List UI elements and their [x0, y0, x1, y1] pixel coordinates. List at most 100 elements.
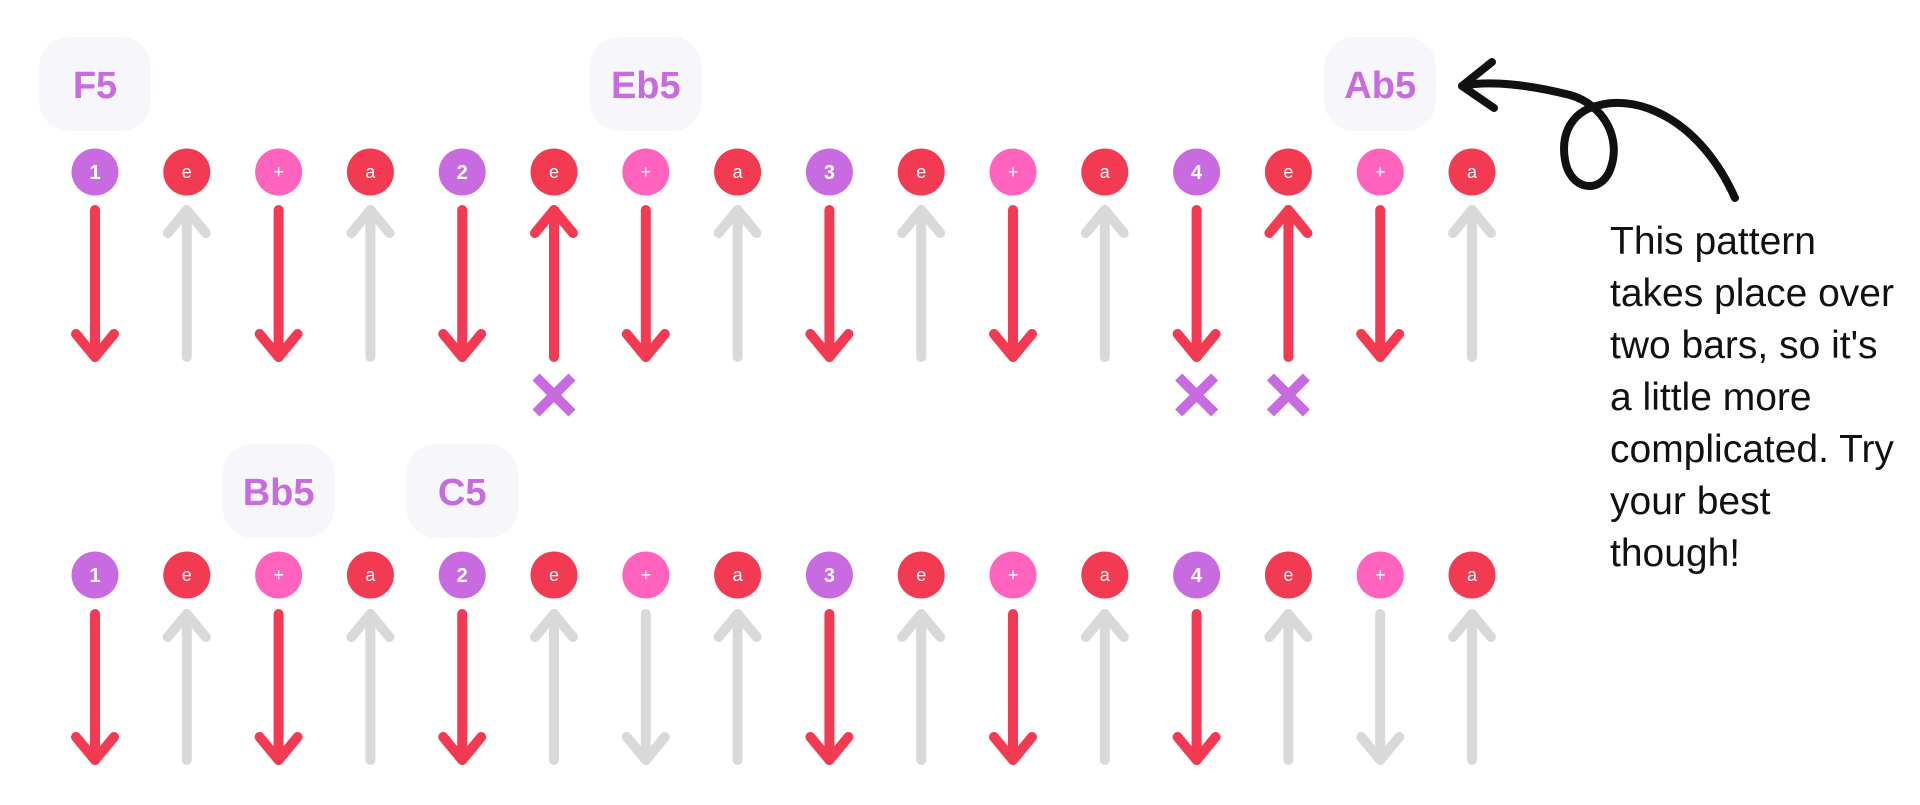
count-marker: 1	[71, 148, 119, 196]
count-marker: e	[897, 148, 945, 196]
count-circle	[1081, 551, 1129, 599]
up-arrow-icon	[346, 205, 395, 362]
count-label: e	[549, 565, 559, 585]
down-arrow-icon	[71, 609, 119, 765]
count-label: e	[916, 162, 926, 182]
down-arrow-icon	[621, 205, 670, 362]
up-arrow-icon	[162, 609, 211, 765]
count-marker: e	[1264, 551, 1312, 599]
down-arrow-icon	[1356, 205, 1405, 362]
count-circle	[1264, 148, 1312, 196]
count-label: +	[1375, 565, 1386, 585]
count-label: +	[1008, 565, 1019, 585]
annotation-line: complicated. Try	[1610, 428, 1894, 471]
count-marker: a	[1448, 551, 1496, 599]
count-circle	[163, 148, 211, 196]
count-label: 3	[824, 565, 835, 587]
count-label: e	[182, 565, 192, 585]
count-marker: +	[255, 148, 303, 196]
count-label: 1	[89, 162, 100, 184]
count-label: a	[1100, 565, 1111, 585]
count-marker: +	[989, 148, 1037, 196]
up-arrow-icon	[713, 205, 762, 362]
count-label: 4	[1191, 565, 1203, 587]
count-marker: +	[622, 148, 670, 196]
count-circle	[897, 551, 945, 599]
down-arrow-icon	[1356, 609, 1405, 765]
mute-x-icon	[1266, 373, 1310, 417]
count-marker: a	[346, 148, 394, 196]
count-circle	[622, 148, 670, 196]
count-circle	[1448, 551, 1496, 599]
down-arrow-icon	[1172, 205, 1221, 362]
down-arrow-icon	[805, 205, 854, 362]
chord-box: Ab5	[1324, 37, 1437, 131]
chord-label: C5	[438, 472, 487, 514]
count-marker: 3	[805, 148, 853, 196]
chord-box-bg	[1324, 37, 1437, 131]
count-marker: 4	[1173, 551, 1221, 599]
count-marker: e	[530, 148, 578, 196]
chord-box: Bb5	[222, 444, 335, 538]
up-arrow-icon	[897, 609, 946, 765]
count-marker: 1	[71, 551, 119, 599]
count-marker: a	[346, 551, 394, 599]
mute-x-icon	[1175, 373, 1219, 417]
annotation-line: though!	[1610, 532, 1740, 575]
count-circle	[71, 148, 119, 196]
count-circle	[1264, 551, 1312, 599]
count-circle	[438, 551, 486, 599]
up-arrow-icon	[713, 609, 762, 765]
chord-box-bg	[589, 37, 702, 131]
count-marker: a	[714, 551, 762, 599]
count-label: e	[1283, 565, 1293, 585]
count-circle	[255, 551, 303, 599]
up-arrow-icon	[1264, 609, 1313, 765]
up-arrow-icon	[1080, 205, 1129, 362]
count-label: a	[365, 565, 376, 585]
arrowhead-icon	[1458, 58, 1498, 112]
count-label: +	[273, 162, 284, 182]
count-label: a	[1467, 162, 1478, 182]
count-circle	[530, 148, 578, 196]
count-marker: e	[163, 551, 211, 599]
count-marker: 4	[1173, 148, 1221, 196]
count-circle	[989, 148, 1037, 196]
count-circle	[346, 148, 394, 196]
count-circle	[1356, 551, 1404, 599]
count-label: +	[1375, 162, 1386, 182]
down-arrow-icon	[254, 205, 303, 362]
count-circle	[714, 148, 762, 196]
count-label: +	[641, 565, 652, 585]
count-label: 4	[1191, 162, 1203, 184]
down-arrow-icon	[621, 609, 670, 765]
count-circle	[71, 551, 119, 599]
down-arrow-icon	[989, 205, 1037, 362]
count-marker: 2	[438, 148, 486, 196]
count-circle	[438, 148, 486, 196]
chord-box: Eb5	[589, 37, 702, 131]
count-label: a	[1467, 565, 1478, 585]
down-arrow-icon	[805, 609, 854, 765]
mute-x-icon	[532, 373, 576, 417]
chord-box: F5	[39, 37, 151, 131]
count-marker: +	[989, 551, 1037, 599]
up-arrow-icon	[1448, 205, 1496, 362]
count-circle	[622, 551, 670, 599]
up-arrow-icon	[162, 205, 211, 362]
up-arrow-icon	[346, 609, 395, 765]
count-marker: e	[897, 551, 945, 599]
count-circle	[1448, 148, 1496, 196]
chord-label: Ab5	[1344, 65, 1416, 107]
count-marker: a	[1448, 148, 1496, 196]
count-circle	[530, 551, 578, 599]
count-marker: e	[1264, 148, 1312, 196]
count-circle	[1356, 148, 1404, 196]
count-circle	[1081, 148, 1129, 196]
count-marker: a	[1081, 551, 1129, 599]
count-circle	[805, 148, 853, 196]
count-marker: e	[163, 148, 211, 196]
